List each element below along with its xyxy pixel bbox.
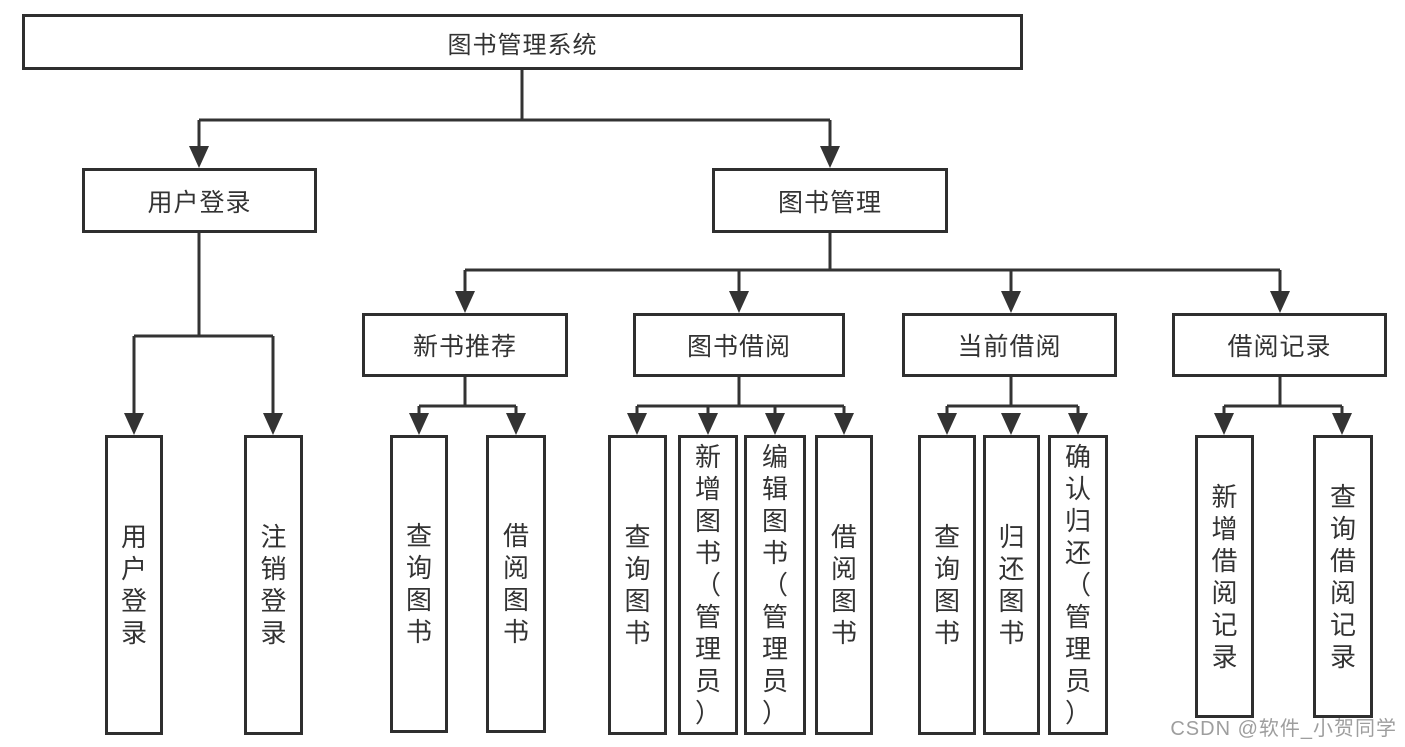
node-user-login: 用户登录 bbox=[82, 168, 317, 233]
node-leaf-cb-return-book: 归 还 图 书 bbox=[983, 435, 1040, 735]
node-book-borrow-label: 图书借阅 bbox=[686, 333, 791, 361]
arrowhead-icon bbox=[1332, 413, 1352, 435]
arrowhead-icon bbox=[455, 291, 475, 313]
node-borrow-records-label: 借阅记录 bbox=[1227, 333, 1332, 361]
node-leaf-bb-edit-book: 编 辑 图 书 （ 管 理 员 ） bbox=[744, 435, 806, 735]
node-book-management: 图书管理 bbox=[712, 168, 948, 233]
node-leaf-user-login-label: 用 户 登 录 bbox=[120, 522, 147, 648]
arrowhead-icon bbox=[765, 413, 785, 435]
connector-paths bbox=[132, 70, 1344, 415]
node-leaf-nb-borrow-book-label: 借 阅 图 书 bbox=[502, 521, 529, 647]
arrowhead-icon bbox=[189, 146, 209, 168]
node-leaf-user-login: 用 户 登 录 bbox=[105, 435, 163, 735]
watermark: CSDN @软件_小贺同学 bbox=[1170, 718, 1397, 740]
arrowhead-icon bbox=[263, 413, 283, 435]
arrowhead-icon bbox=[627, 413, 647, 435]
node-leaf-bb-add-book: 新 增 图 书 （ 管 理 员 ） bbox=[678, 435, 738, 735]
node-leaf-nb-query-book-label: 查 询 图 书 bbox=[405, 521, 432, 647]
arrowhead-icon bbox=[409, 413, 429, 435]
node-current-borrow-label: 当前借阅 bbox=[957, 333, 1062, 361]
node-leaf-br-query-record-label: 查 询 借 阅 记 录 bbox=[1329, 481, 1356, 672]
arrowhead-icon bbox=[1270, 291, 1290, 313]
node-new-book-recommend: 新书推荐 bbox=[362, 313, 568, 377]
node-leaf-bb-add-book-label: 新 增 图 书 （ 管 理 员 ） bbox=[694, 442, 721, 728]
node-leaf-bb-query-book-label: 查 询 图 书 bbox=[624, 522, 651, 648]
arrowhead-icon bbox=[1001, 291, 1021, 313]
node-leaf-logout-label: 注 销 登 录 bbox=[260, 522, 287, 648]
node-book-borrow: 图书借阅 bbox=[633, 313, 845, 377]
node-leaf-bb-borrow-book-label: 借 阅 图 书 bbox=[830, 522, 857, 648]
node-leaf-cb-query-book-label: 查 询 图 书 bbox=[933, 522, 960, 648]
arrowhead-icon bbox=[124, 413, 144, 435]
arrowhead-icon bbox=[1068, 413, 1088, 435]
node-leaf-br-add-record-label: 新 增 借 阅 记 录 bbox=[1211, 481, 1238, 672]
node-new-book-recommend-label: 新书推荐 bbox=[412, 333, 517, 361]
node-borrow-records: 借阅记录 bbox=[1172, 313, 1387, 377]
node-leaf-br-query-record: 查 询 借 阅 记 录 bbox=[1313, 435, 1373, 718]
arrowhead-icon bbox=[729, 291, 749, 313]
node-leaf-cb-confirm-return: 确 认 归 还 （ 管 理 员 ） bbox=[1048, 435, 1108, 735]
arrowhead-icon bbox=[937, 413, 957, 435]
node-leaf-cb-query-book: 查 询 图 书 bbox=[918, 435, 976, 735]
arrowhead-icon bbox=[820, 146, 840, 168]
node-book-management-label: 图书管理 bbox=[777, 188, 882, 217]
node-leaf-cb-confirm-return-label: 确 认 归 还 （ 管 理 员 ） bbox=[1064, 442, 1091, 728]
arrowhead-icon bbox=[1001, 413, 1021, 435]
node-leaf-bb-query-book: 查 询 图 书 bbox=[608, 435, 667, 735]
arrowhead-icon bbox=[834, 413, 854, 435]
node-leaf-nb-query-book: 查 询 图 书 bbox=[390, 435, 448, 733]
node-root: 图书管理系统 bbox=[22, 14, 1023, 70]
node-leaf-br-add-record: 新 增 借 阅 记 录 bbox=[1195, 435, 1254, 718]
node-current-borrow: 当前借阅 bbox=[902, 313, 1117, 377]
arrowhead-icon bbox=[1214, 413, 1234, 435]
arrowhead-icon bbox=[698, 413, 718, 435]
node-leaf-cb-return-book-label: 归 还 图 书 bbox=[998, 522, 1025, 648]
node-leaf-bb-edit-book-label: 编 辑 图 书 （ 管 理 员 ） bbox=[761, 442, 788, 728]
node-leaf-nb-borrow-book: 借 阅 图 书 bbox=[486, 435, 546, 733]
node-user-login-label: 用户登录 bbox=[147, 188, 252, 217]
node-root-label: 图书管理系统 bbox=[447, 31, 598, 59]
node-leaf-logout: 注 销 登 录 bbox=[244, 435, 303, 735]
arrowhead-icon bbox=[506, 413, 526, 435]
node-leaf-bb-borrow-book: 借 阅 图 书 bbox=[815, 435, 873, 735]
